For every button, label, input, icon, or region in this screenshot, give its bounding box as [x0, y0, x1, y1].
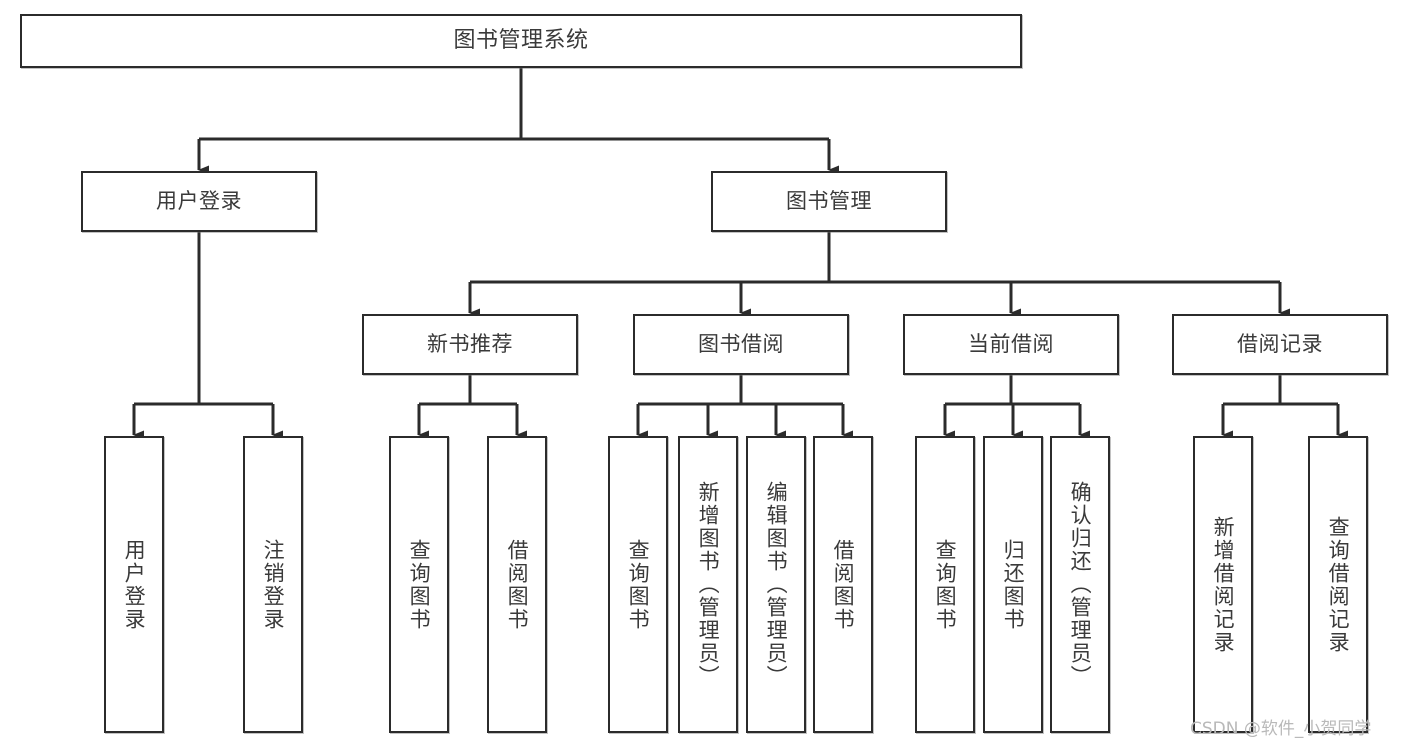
- node-label: 查询借阅记录: [1326, 515, 1351, 654]
- node-user-login[interactable]: 用户登录: [81, 171, 317, 232]
- node-label: 用户登录: [122, 538, 147, 631]
- node-label: 注销登录: [261, 538, 286, 631]
- node-label: 查询图书: [626, 538, 651, 631]
- node-label: 确认归还（管理员）: [1068, 481, 1093, 688]
- node-book-manage[interactable]: 图书管理: [711, 171, 947, 232]
- watermark: CSDN @软件_小贺同学: [1190, 719, 1372, 739]
- node-leaf-confirm-return[interactable]: 确认归还（管理员）: [1050, 436, 1110, 733]
- node-leaf-borrow-book[interactable]: 借阅图书: [813, 436, 873, 733]
- node-label: 图书管理系统: [453, 28, 589, 54]
- node-leaf-query-book-rec[interactable]: 查询图书: [389, 436, 449, 733]
- node-leaf-user-logout[interactable]: 注销登录: [243, 436, 303, 733]
- node-label: 图书管理: [786, 189, 872, 214]
- node-new-book-rec[interactable]: 新书推荐: [362, 314, 578, 375]
- node-leaf-query-record[interactable]: 查询借阅记录: [1308, 436, 1368, 733]
- node-root[interactable]: 图书管理系统: [20, 14, 1022, 68]
- node-leaf-query-book-bor[interactable]: 查询图书: [608, 436, 668, 733]
- node-leaf-add-book[interactable]: 新增图书（管理员）: [678, 436, 738, 733]
- node-current-borrow[interactable]: 当前借阅: [903, 314, 1119, 375]
- node-leaf-user-login[interactable]: 用户登录: [104, 436, 164, 733]
- node-leaf-add-record[interactable]: 新增借阅记录: [1193, 436, 1253, 733]
- node-label: 编辑图书（管理员）: [764, 481, 789, 688]
- node-label: 当前借阅: [968, 332, 1054, 357]
- node-leaf-borrow-book-rec[interactable]: 借阅图书: [487, 436, 547, 733]
- node-leaf-return-book[interactable]: 归还图书: [983, 436, 1043, 733]
- node-label: 新增借阅记录: [1211, 515, 1236, 654]
- node-label: 查询图书: [933, 538, 958, 631]
- node-label: 新书推荐: [427, 332, 513, 357]
- node-label: 借阅图书: [831, 538, 856, 631]
- node-label: 图书借阅: [698, 332, 784, 357]
- node-label: 借阅图书: [505, 538, 530, 631]
- node-label: 新增图书（管理员）: [696, 481, 721, 688]
- node-label: 查询图书: [407, 538, 432, 631]
- node-label: 借阅记录: [1237, 332, 1323, 357]
- node-label: 归还图书: [1001, 538, 1026, 631]
- node-borrow-record[interactable]: 借阅记录: [1172, 314, 1388, 375]
- node-leaf-edit-book[interactable]: 编辑图书（管理员）: [746, 436, 806, 733]
- node-book-borrow[interactable]: 图书借阅: [633, 314, 849, 375]
- node-leaf-query-book-cur[interactable]: 查询图书: [915, 436, 975, 733]
- node-label: 用户登录: [156, 189, 242, 214]
